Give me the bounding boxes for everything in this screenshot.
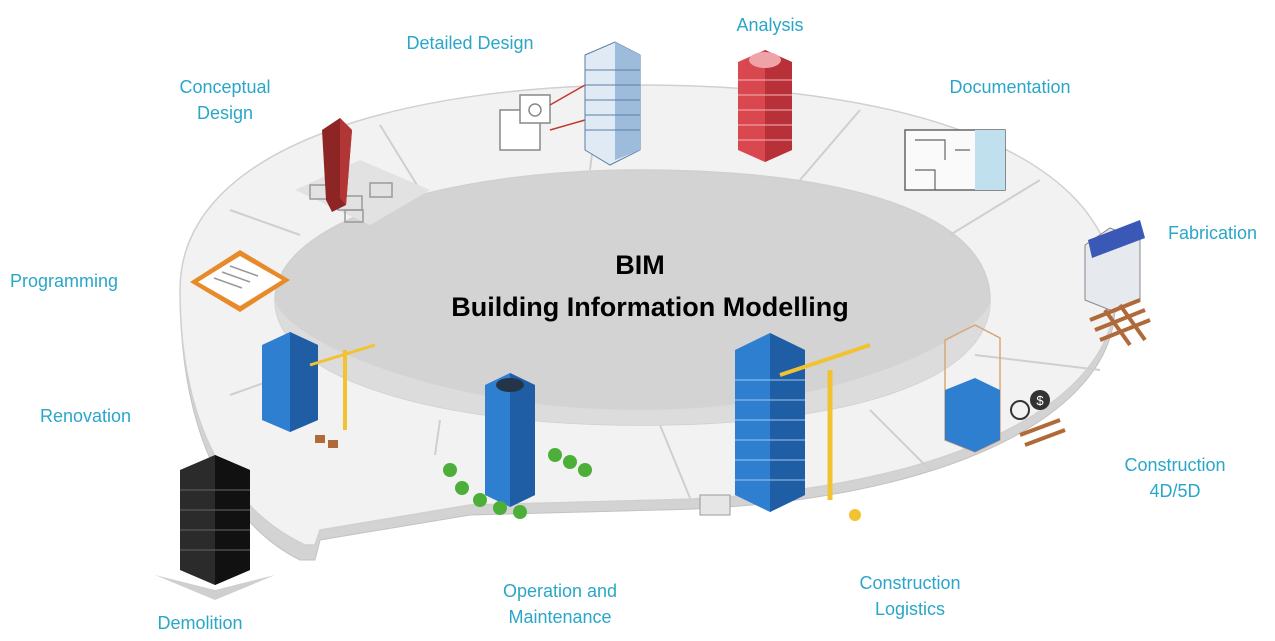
documentation-plan <box>904 129 1006 191</box>
stage-label-demolition: Demolition <box>157 613 243 633</box>
construction-4d5d-model: $ <box>944 324 1066 453</box>
conceptual-design-model <box>295 118 430 225</box>
ring-platform <box>179 84 1116 561</box>
stage-label-renovation: Renovation <box>40 406 132 426</box>
stage-label-operation-maintenance: Operation and Maintenance <box>502 581 618 627</box>
diagram-title: BIM <box>615 250 665 280</box>
renovation-model <box>262 332 376 448</box>
operation-maintenance-model <box>443 373 592 519</box>
stage-label-programming: Programming <box>10 271 119 291</box>
stage-label-analysis: Analysis <box>736 15 804 35</box>
construction-logistics-model <box>699 333 871 521</box>
stage-label-documentation: Documentation <box>949 77 1071 97</box>
stage-label-conceptual-design: Conceptual Design <box>179 77 271 123</box>
detailed-design-model <box>499 41 641 166</box>
programming-clipboard <box>190 250 290 312</box>
stage-label-construction-4d5d: Construction 4D/5D <box>1124 455 1226 501</box>
stage-label-construction-logistics: Construction Logistics <box>859 573 961 619</box>
fabrication-model <box>1084 220 1151 347</box>
svg-text:$: $ <box>1036 393 1044 408</box>
diagram-subtitle: Building Information Modelling <box>451 292 849 322</box>
analysis-model <box>738 50 792 162</box>
stage-label-detailed-design: Detailed Design <box>406 33 534 53</box>
demolition-model <box>155 455 275 600</box>
stage-label-fabrication: Fabrication <box>1167 223 1258 243</box>
